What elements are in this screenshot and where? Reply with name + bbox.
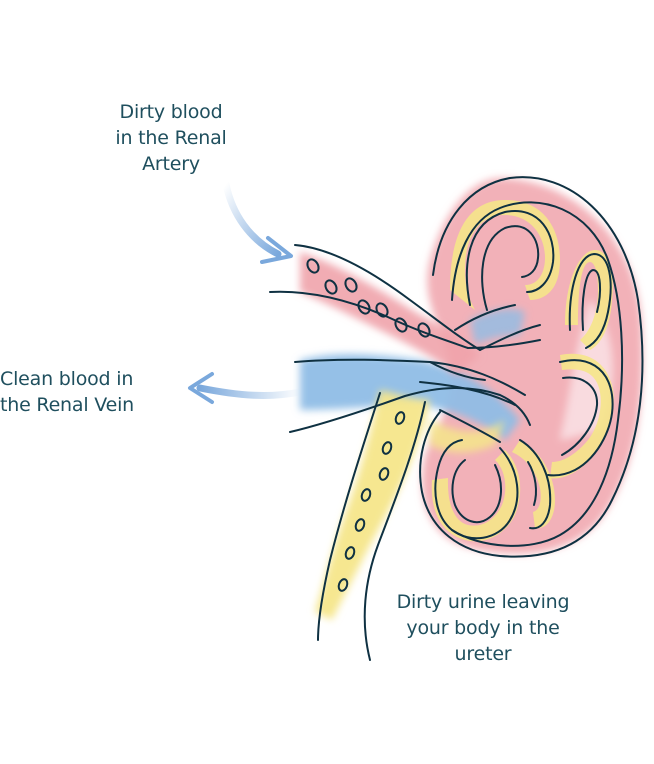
- renal-artery-label-line: Dirty blood: [119, 101, 223, 123]
- ureter-label: Dirty urine leaving your body in the ure…: [378, 589, 588, 667]
- kidney-outline: [419, 176, 644, 558]
- ureter-label-line: ureter: [454, 643, 512, 665]
- ureter: [317, 392, 426, 661]
- ureter-wash: [315, 390, 505, 620]
- renal-vein: [289, 358, 531, 443]
- renal-vein-label-line: Clean blood in: [0, 368, 134, 390]
- renal-vein-label: Clean blood in the Renal Vein: [0, 366, 170, 418]
- renal-artery-label-line: Artery: [142, 153, 200, 175]
- arrow-into-artery-icon: [222, 180, 293, 264]
- ureter-label-line: Dirty urine leaving: [396, 591, 570, 613]
- ureter-label-line: your body in the: [406, 617, 560, 639]
- renal-vein-label-line: the Renal Vein: [0, 394, 134, 416]
- arrow-out-of-vein-icon: [188, 372, 304, 404]
- renal-artery: [269, 244, 541, 351]
- renal-artery-label-line: in the Renal: [115, 127, 227, 149]
- renal-artery-label: Dirty blood in the Renal Artery: [96, 99, 246, 177]
